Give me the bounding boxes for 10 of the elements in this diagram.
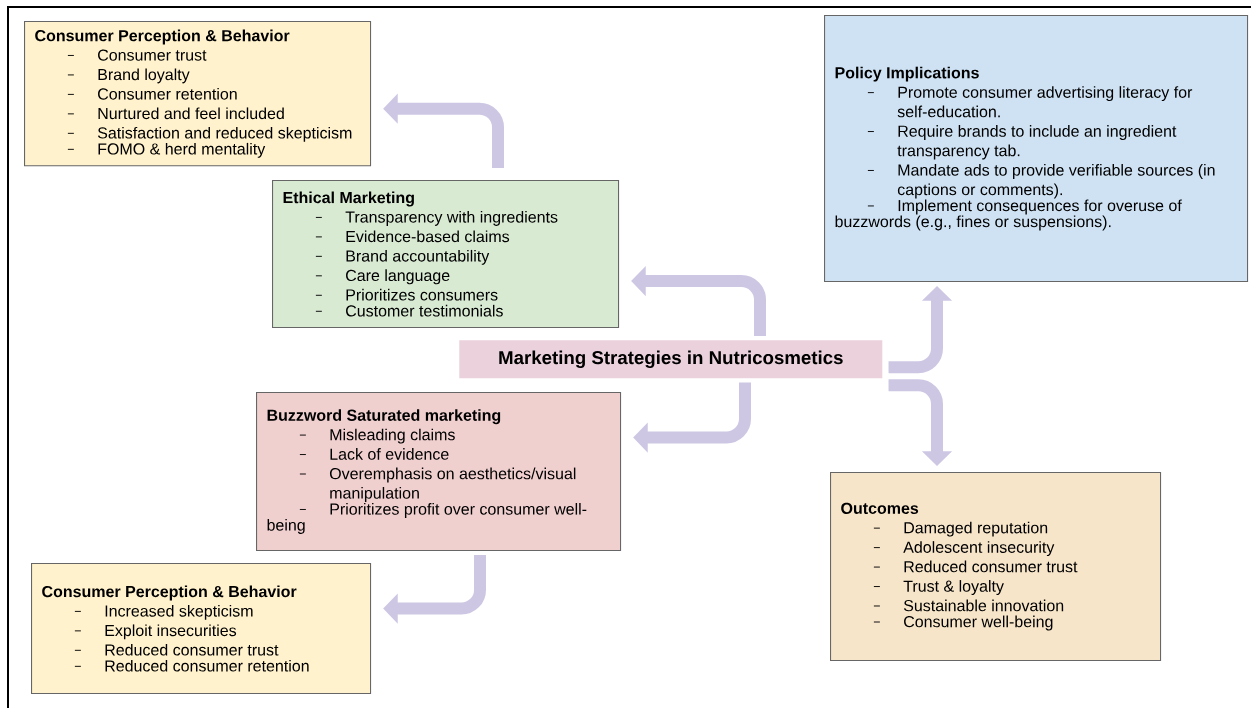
info-box: Consumer Perception & Behavior Consumer trust Brand loyalty Consumer retention Nurtured and feel included Satisfaction and reduced skepticism FOMO & herd mentality xyxy=(24,21,372,167)
info-box: Buzzword Saturated marketing Misleading claims Lack of evidence Overemphasis on aesthetics/visual manipulation Prioritizes profit over consumer well-being xyxy=(256,392,622,552)
topic-box: Marketing Strategies in Nutricosmetics xyxy=(459,340,883,379)
info-box: Ethical Marketing Transparency with ingredients Evidence-based claims Brand accountability Care language Prioritizes consumers Customer testimonials xyxy=(272,180,620,329)
block-arrow xyxy=(383,555,486,624)
info-box: Policy Implications Promote consumer advertising literacy for self-education. Require brands to include an ingredient transparency tab. Mandate ads to provide verifiable sources (in captions or comments). Implement consequences for overuse of buzzwords (e.g., fines or suspensions). xyxy=(824,15,1249,283)
info-box: Consumer Perception & Behavior Increased skepticism Exploit insecurities Reduced consumer trust Reduced consumer retention xyxy=(31,563,372,695)
info-box: Outcomes Damaged reputation Adolescent insecurity Reduced consumer trust Trust & loyalty Sustainable innovation Consumer well-being xyxy=(830,472,1162,662)
block-arrow xyxy=(633,382,751,453)
block-arrow xyxy=(888,379,953,466)
